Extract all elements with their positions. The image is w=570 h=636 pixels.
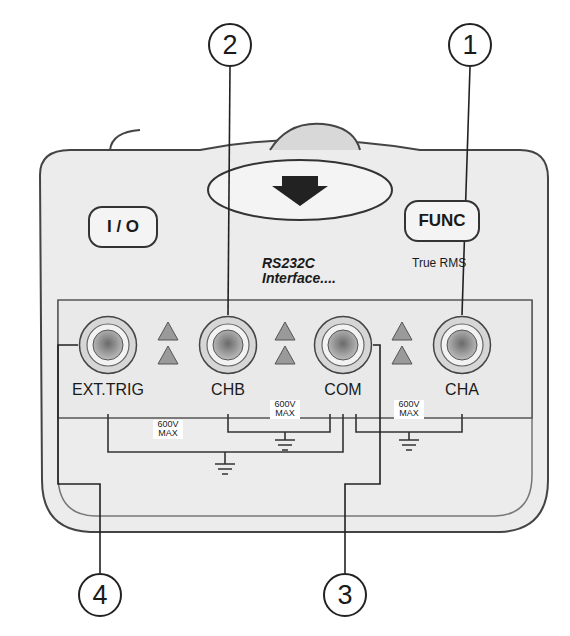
input-jack: COM <box>313 315 373 375</box>
callout-number: 2 <box>222 30 237 61</box>
true-rms-note: True RMS <box>412 256 466 270</box>
button-label: I / O <box>107 217 139 237</box>
callout-number: 4 <box>92 580 107 611</box>
input-jack: EXT.TRIG <box>78 315 138 375</box>
housing-inner-edge <box>58 300 532 516</box>
jack-socket <box>198 315 258 375</box>
voltage-rating: 600V MAX <box>270 400 300 419</box>
terminal-label: CHA <box>443 381 481 399</box>
voltage-rating: 600V MAX <box>153 420 183 439</box>
leader-line <box>345 345 380 573</box>
voltage-brackets <box>108 414 462 474</box>
input-jack: CHB <box>198 315 258 375</box>
arrow-key <box>208 160 392 220</box>
input-jack: CHA <box>432 315 492 375</box>
terminal-label: CHB <box>209 381 247 399</box>
callout-number: 1 <box>462 30 477 61</box>
voltage-rating: 600V MAX <box>394 400 424 419</box>
arrow-key-symbol <box>272 176 328 206</box>
terminal-label: EXT.TRIG <box>70 381 146 399</box>
leader-line <box>228 67 230 315</box>
callout-number: 3 <box>323 573 367 617</box>
warning-triangles <box>158 322 412 364</box>
callout-number: 2 <box>208 23 252 67</box>
callout-number: 4 <box>78 573 122 617</box>
jack-socket <box>78 315 138 375</box>
power-button: I / O <box>88 206 158 248</box>
interface-note: RS232C Interface.... <box>262 256 358 287</box>
leader-line <box>58 345 100 573</box>
leader-line <box>462 67 470 315</box>
callout-number: 1 <box>448 23 492 67</box>
jack-socket <box>313 315 373 375</box>
top-key-left <box>110 130 140 150</box>
callout-number: 3 <box>337 580 352 611</box>
terminal-label: COM <box>322 381 363 399</box>
top-key <box>270 124 360 150</box>
meter-housing <box>40 140 548 532</box>
button-label: FUNC <box>418 211 465 231</box>
func-button: FUNC <box>404 200 480 242</box>
terminal-panel <box>58 300 532 418</box>
jack-socket <box>432 315 492 375</box>
